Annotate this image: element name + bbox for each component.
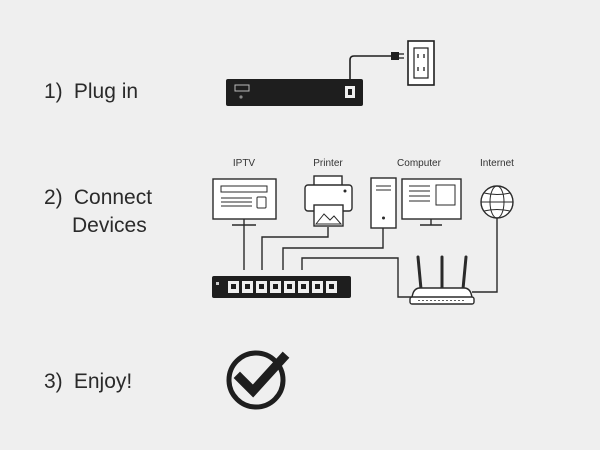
step-1-number: 1): [44, 80, 63, 103]
step-2-text-line1: Connect: [73, 186, 153, 209]
wall-outlet-icon: [407, 40, 435, 86]
globe-icon: [480, 185, 514, 219]
switch-power-icon: [226, 52, 404, 106]
step-3-text: Enjoy!: [73, 370, 133, 393]
checkmark-icon: [226, 350, 290, 410]
internet-label: Internet: [480, 158, 514, 169]
step-1-text: Plug in: [73, 80, 139, 103]
iptv-label: IPTV: [232, 158, 256, 169]
printer-label: Printer: [313, 158, 343, 169]
printer-icon: [304, 175, 353, 227]
step-2-text-line2: Devices: [72, 214, 147, 237]
network-cables: [243, 218, 498, 298]
step-2-number: 2): [44, 186, 63, 209]
step-2-label: 2) Connect: [44, 184, 152, 212]
computer-icon: [370, 177, 462, 229]
iptv-icon: [212, 178, 277, 226]
router-icon: [409, 255, 475, 305]
network-switch-icon: [212, 276, 351, 298]
computer-label: Computer: [397, 158, 441, 169]
step-3-label: 3) Enjoy!: [44, 368, 132, 396]
step-3-number: 3): [44, 370, 63, 393]
step-1-label: 1) Plug in: [44, 78, 138, 106]
